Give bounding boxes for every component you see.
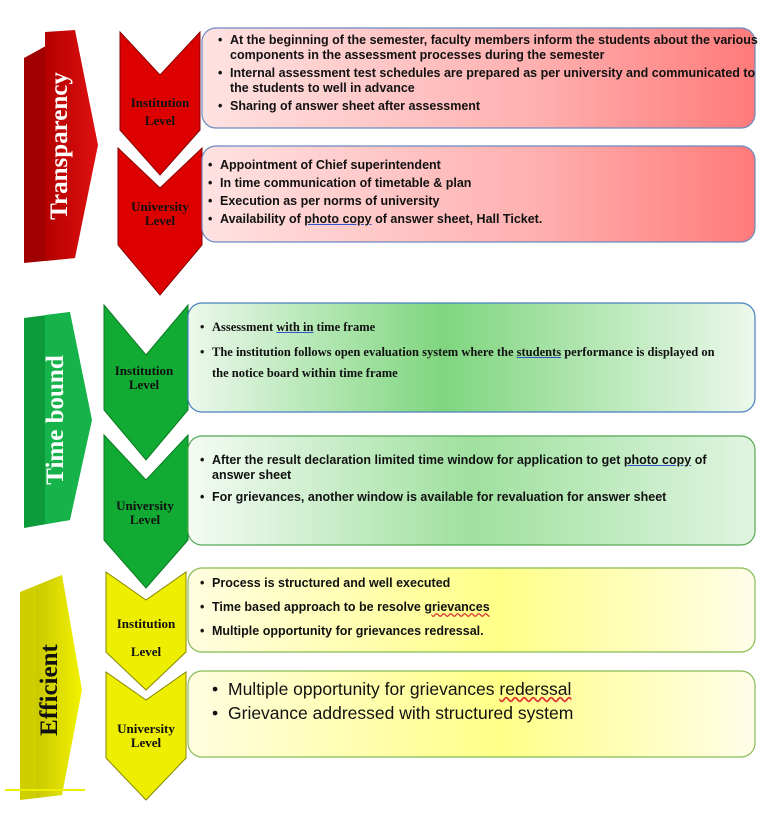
list-item: Multiple opportunity for grievances rede…: [212, 678, 742, 700]
efficient-university-level: University Level: [117, 722, 175, 750]
list-item: Sharing of answer sheet after assessment: [218, 99, 758, 114]
timebound-university-list: After the result declaration limited tim…: [200, 453, 745, 505]
transparency-institution-list: At the beginning of the semester, facult…: [218, 33, 758, 114]
timebound-institution-level: Institution Level: [115, 364, 174, 392]
timebound-institution-list: Assessment with in time frame The instit…: [200, 318, 720, 384]
transparency-side-arrow: [24, 30, 98, 263]
efficient-university-list: Multiple opportunity for grievances rede…: [212, 678, 742, 724]
level-line-2: Level: [130, 644, 162, 659]
level-line-2: Level: [129, 512, 161, 527]
efficient-institution-level: Institution Level: [117, 617, 176, 659]
list-item: Process is structured and well executed: [200, 576, 745, 591]
efficient-university-chevron: [105, 671, 187, 801]
timebound-university-level: University Level: [116, 499, 174, 527]
efficient-university-box: Multiple opportunity for grievances rede…: [212, 678, 742, 726]
list-item: Execution as per norms of university: [208, 194, 748, 209]
timebound-university-chevron: [103, 433, 189, 589]
list-item: Grievance addressed with structured syst…: [212, 702, 742, 724]
list-item: Assessment with in time frame: [200, 318, 720, 336]
list-item: In time communication of timetable & pla…: [208, 176, 748, 191]
efficient-institution-chevron: [105, 571, 187, 691]
level-line-1: Institution: [130, 95, 190, 110]
timebound-institution-box: Assessment with in time frame The instit…: [200, 318, 720, 387]
list-item: Time based approach to be resolve grieva…: [200, 600, 745, 615]
efficient-institution-box: Process is structured and well executed …: [200, 576, 745, 642]
transparency-institution-chevron: [119, 30, 201, 176]
level-line-1: University: [117, 721, 175, 736]
transparency-institution-box: At the beginning of the semester, facult…: [218, 33, 758, 117]
list-item: Appointment of Chief superintendent: [208, 158, 748, 173]
level-line-1: University: [116, 498, 174, 513]
list-item: Internal assessment test schedules are p…: [218, 66, 758, 96]
level-line-1: University: [131, 199, 189, 214]
transparency-institution-level: Institution Level: [131, 96, 190, 128]
level-line-1: Institution: [114, 363, 174, 378]
level-line-2: Level: [144, 213, 176, 228]
level-line-2: Level: [130, 735, 162, 750]
transparency-university-list: Appointment of Chief superintendent In t…: [208, 158, 748, 227]
list-item: Multiple opportunity for grievances redr…: [200, 624, 745, 639]
list-item: For grievances, another window is availa…: [200, 490, 745, 505]
list-item: The institution follows open evaluation …: [200, 342, 720, 384]
timebound-institution-chevron: [103, 303, 189, 461]
level-line-2: Level: [128, 377, 160, 392]
level-line-2: Level: [144, 113, 176, 128]
transparency-university-box: Appointment of Chief superintendent In t…: [208, 158, 748, 230]
level-line-1: Institution: [116, 616, 176, 631]
transparency-university-level: University Level: [131, 200, 189, 228]
efficient-institution-list: Process is structured and well executed …: [200, 576, 745, 639]
timebound-university-box: After the result declaration limited tim…: [200, 453, 745, 508]
timebound-label: Time bound: [42, 355, 69, 485]
list-item: After the result declaration limited tim…: [200, 453, 745, 483]
efficient-side-arrow: [5, 575, 85, 800]
list-item: At the beginning of the semester, facult…: [218, 33, 758, 63]
timebound-side-arrow: [24, 312, 92, 528]
list-item: Availability of photo copy of answer she…: [208, 212, 748, 227]
efficient-label: Efficient: [36, 644, 63, 736]
transparency-label: Transparency: [46, 72, 73, 220]
transparency-university-chevron: [117, 146, 203, 296]
